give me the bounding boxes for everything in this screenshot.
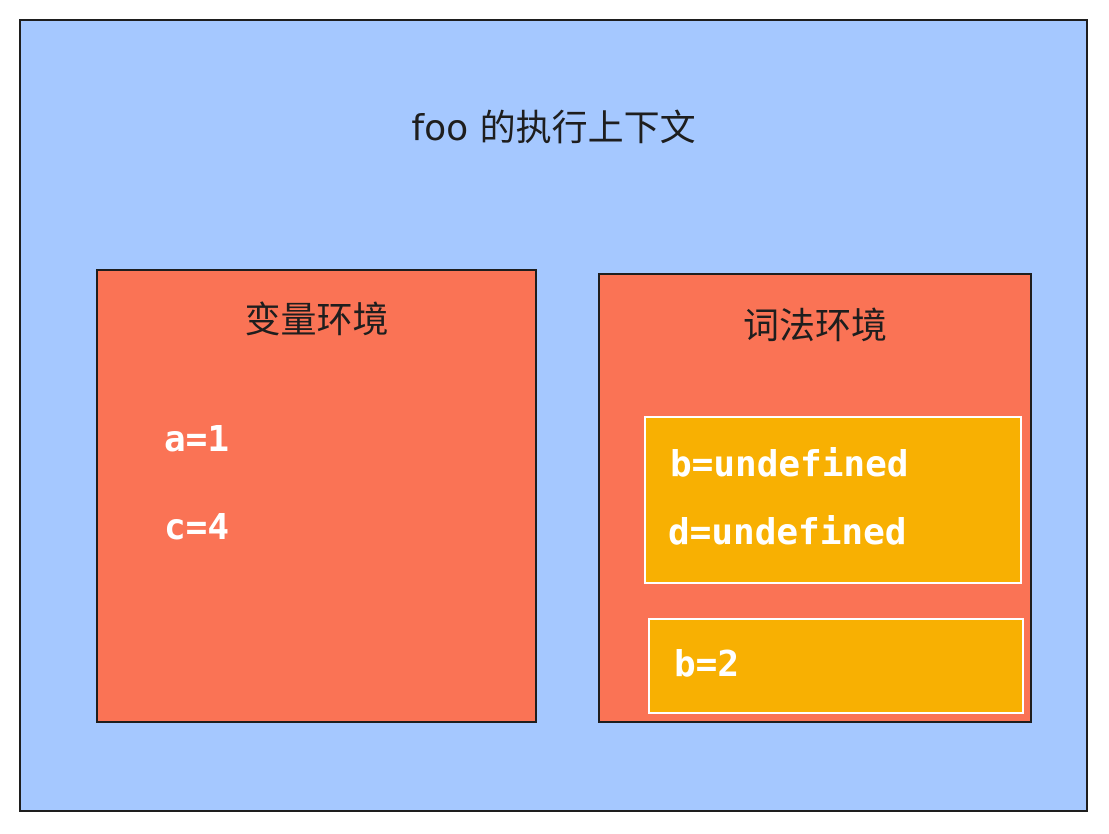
execution-context-frame: foo 的执行上下文 变量环境 a=1 c=4 词法环境 b=undefined…	[19, 19, 1088, 812]
lexical-environment-panel: 词法环境 b=undefined d=undefined b=2	[598, 273, 1032, 723]
lexical-environment-title: 词法环境	[742, 306, 887, 347]
execution-context-title: foo 的执行上下文	[411, 108, 696, 149]
lexical-block-outer: b=undefined d=undefined	[644, 416, 1022, 584]
lexical-block-inner: b=2	[648, 618, 1024, 714]
variable-d-undefined: d=undefined	[668, 512, 907, 553]
variable-c: c=4	[164, 507, 230, 548]
variable-environment-panel: 变量环境 a=1 c=4	[96, 269, 537, 723]
variable-environment-title: 变量环境	[244, 300, 389, 341]
variable-b-2: b=2	[674, 644, 740, 685]
variable-a: a=1	[164, 419, 230, 460]
variable-b-undefined: b=undefined	[670, 444, 909, 485]
